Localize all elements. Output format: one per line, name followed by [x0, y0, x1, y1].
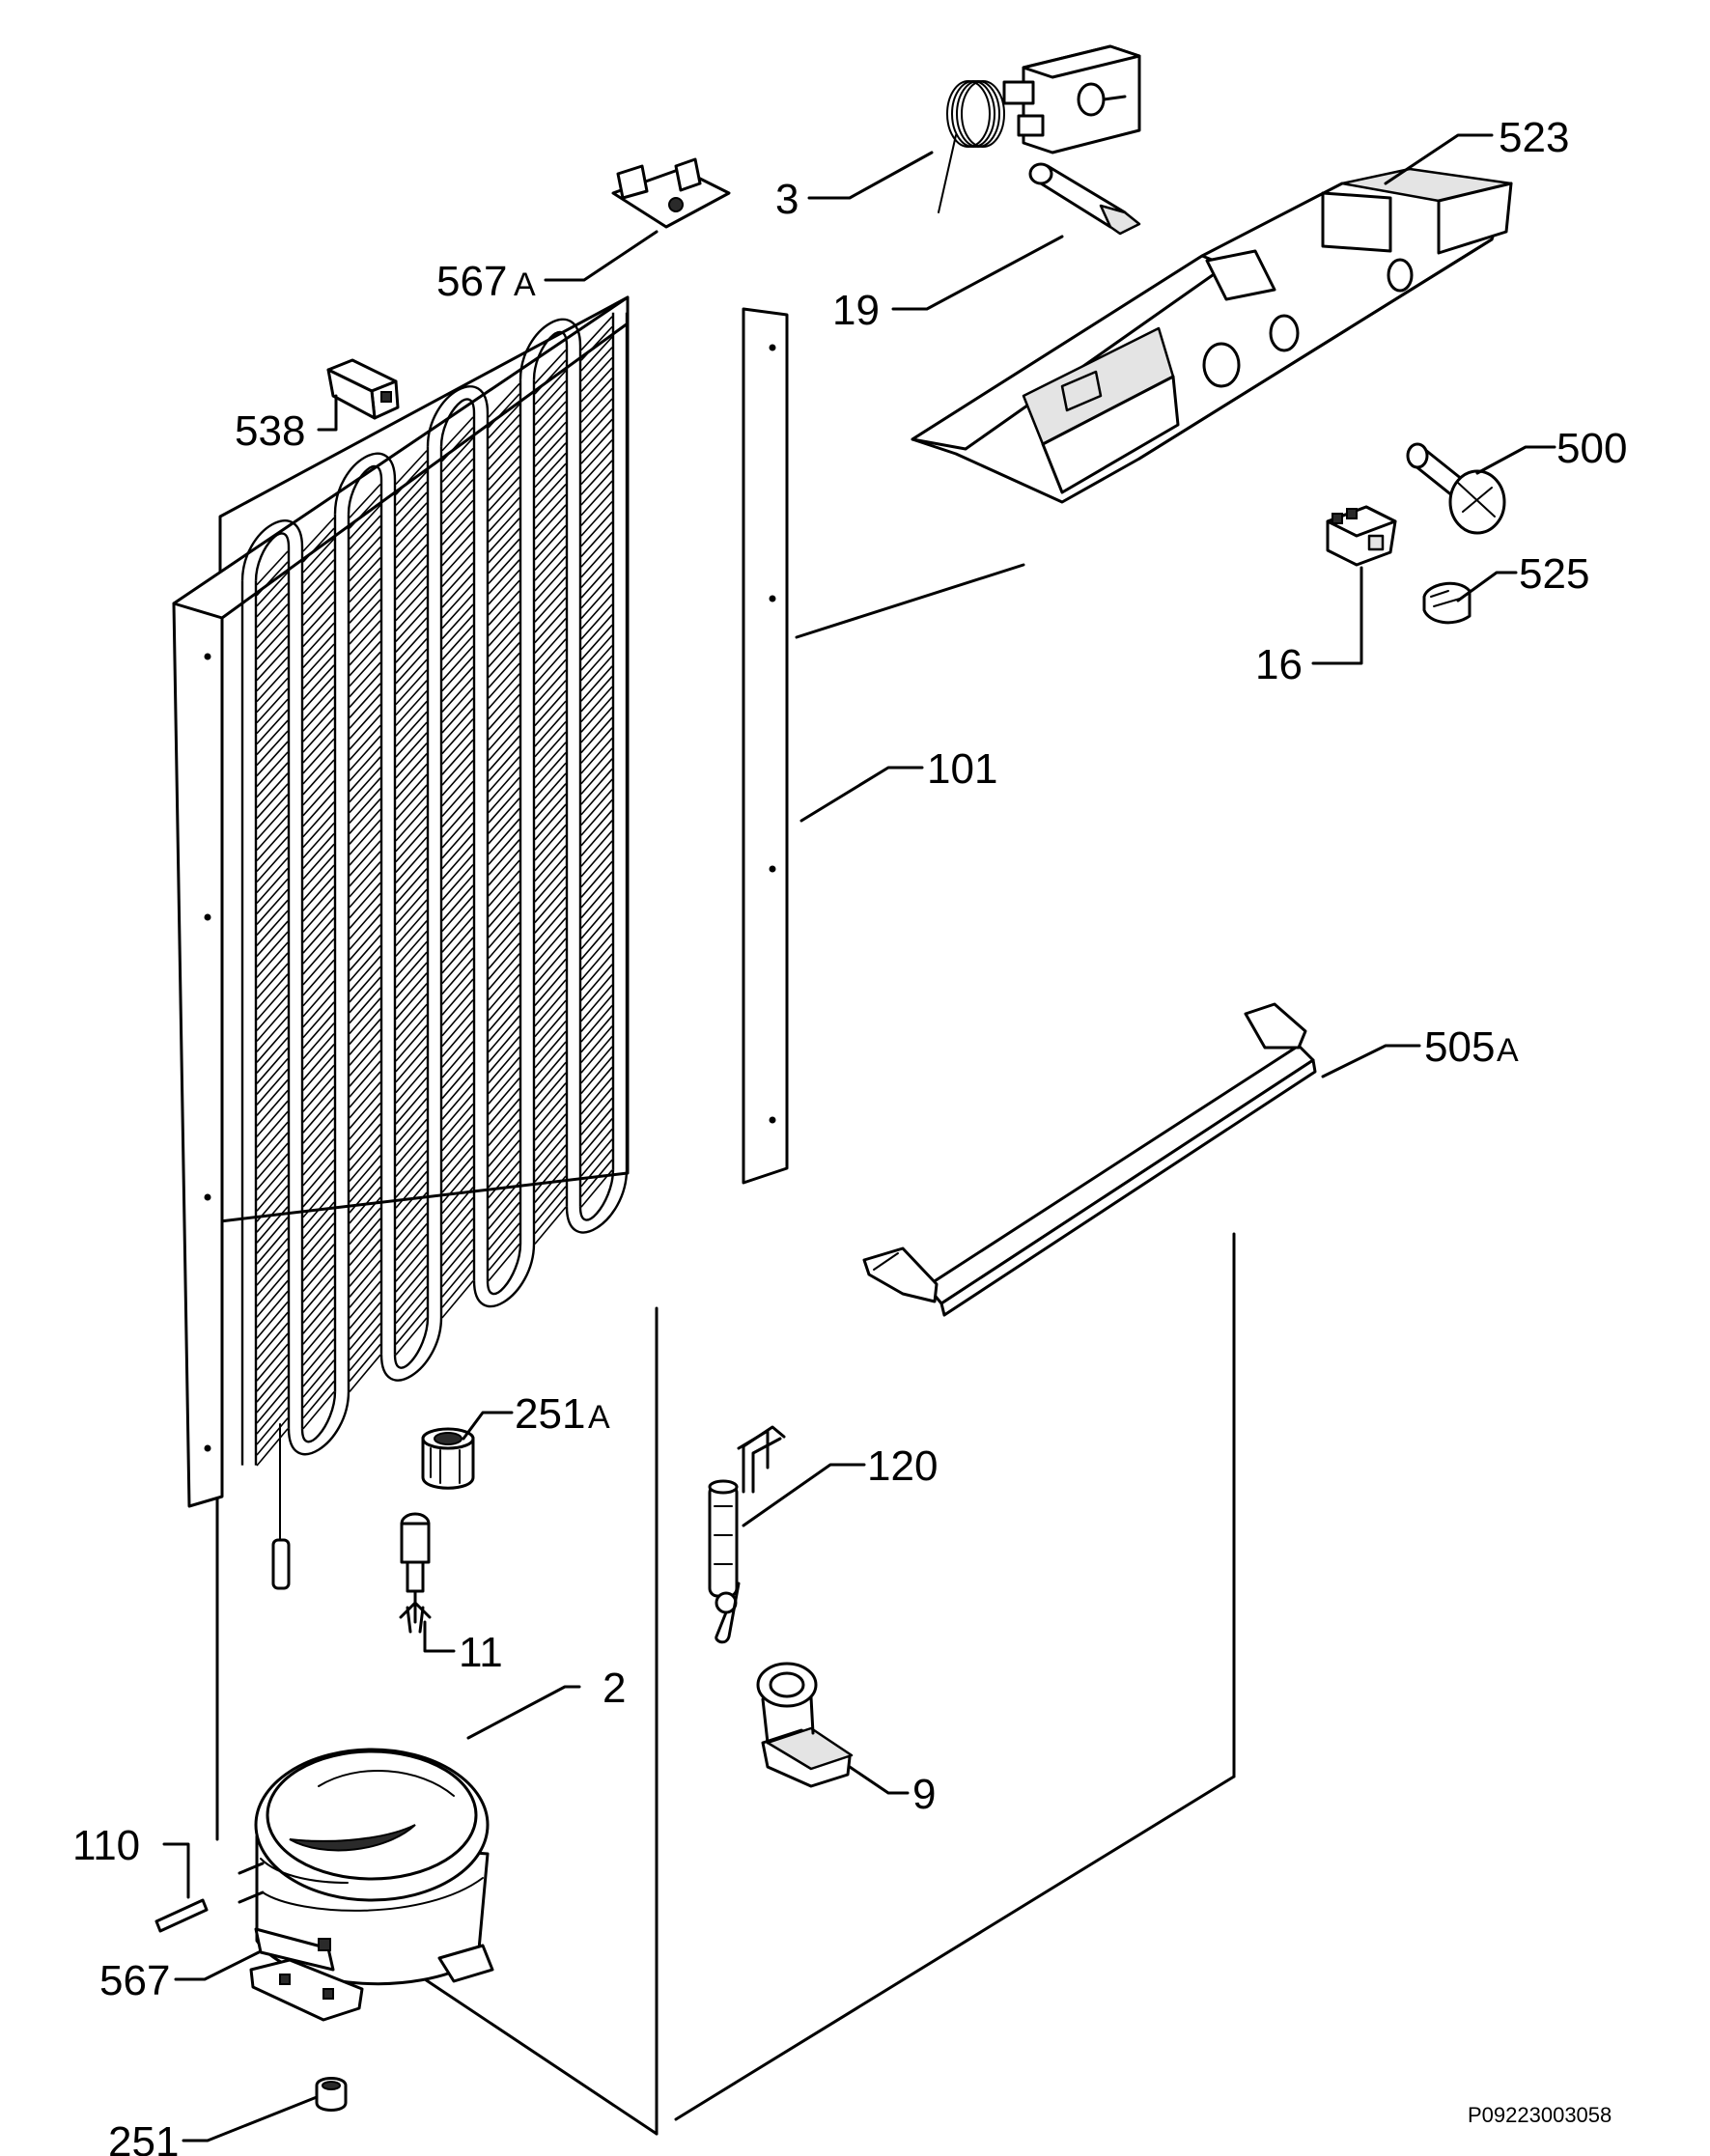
bracket-567a: [611, 157, 731, 229]
label-251a-suffix: A: [588, 1399, 610, 1436]
label-500: 500: [1556, 425, 1627, 472]
switch-16: [1326, 505, 1397, 567]
sensor-120: [708, 1425, 786, 1644]
label-567: 567: [99, 1957, 170, 2004]
label-110: 110: [72, 1822, 140, 1869]
grommet-251a: [421, 1427, 475, 1490]
filter-11: [399, 1512, 432, 1634]
label-505a-suffix: A: [1497, 1032, 1519, 1069]
label-567a-suffix: A: [514, 266, 536, 303]
bar-505a: [862, 1002, 1317, 1317]
condenser-wires: [256, 316, 613, 1467]
label-251: 251: [108, 2118, 179, 2156]
clip-538: [326, 358, 400, 420]
leader-lines: [162, 133, 1556, 2142]
label-16: 16: [1255, 641, 1303, 688]
label-120: 120: [867, 1442, 938, 1490]
label-101: 101: [927, 745, 997, 793]
label-3: 3: [775, 176, 799, 223]
label-9: 9: [912, 1771, 936, 1818]
condenser-101: [172, 295, 789, 1590]
label-567a: 567: [436, 258, 507, 305]
cabinet-outline: [215, 563, 1236, 2136]
condenser-tubes: [204, 312, 776, 1466]
tube-110: [154, 1898, 209, 1933]
part-labels: 3 523 567 A 19 538 500 525 16 101 505 A …: [72, 114, 1627, 2156]
sensor-19: [1028, 162, 1141, 236]
label-2: 2: [603, 1665, 626, 1712]
clamp-9: [756, 1662, 854, 1788]
label-19: 19: [832, 287, 880, 334]
label-525: 525: [1519, 550, 1589, 598]
label-505a: 505: [1424, 1023, 1495, 1071]
label-251a: 251: [515, 1390, 585, 1438]
reference-code: P09223003058: [1468, 2103, 1612, 2127]
thermostat-3: [938, 44, 1141, 213]
label-11: 11: [459, 1629, 503, 1676]
compressor-2: [238, 1748, 494, 2022]
control-housing-523: [911, 167, 1513, 504]
condenser-outlet-pipe: [271, 1538, 291, 1590]
cap-525: [1422, 581, 1472, 625]
foot-251: [315, 2077, 348, 2112]
label-523: 523: [1499, 114, 1569, 161]
label-538: 538: [235, 407, 305, 455]
lamp-500: [1406, 442, 1506, 535]
